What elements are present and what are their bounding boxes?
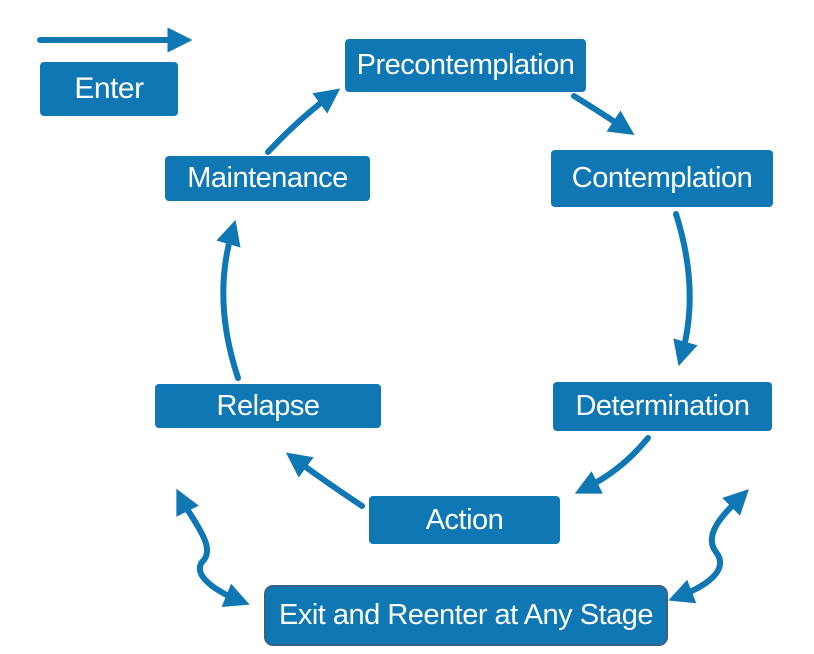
determination-box: Determination	[553, 382, 772, 431]
exit-reenter-box: Exit and Reenter at Any Stage	[264, 585, 668, 646]
maintenance-label: Maintenance	[187, 162, 348, 194]
exit-reenter-label: Exit and Reenter at Any Stage	[278, 599, 654, 631]
maintenance-box: Maintenance	[165, 156, 370, 201]
enter-box: Enter	[40, 62, 178, 116]
arrow-determination-to-action	[574, 435, 651, 494]
arrow-relapse-to-maintenance	[216, 219, 241, 381]
contemplation-box: Contemplation	[551, 150, 773, 207]
arrow-contemplation-to-determination	[673, 211, 698, 367]
action-box: Action	[369, 496, 560, 544]
relapse-box: Relapse	[155, 384, 381, 428]
action-label: Action	[425, 503, 504, 536]
arrow-maintenance-to-precontemplation	[265, 88, 341, 155]
precontemplation-box: Precontemplation	[345, 39, 586, 92]
exit-arrow-left	[176, 488, 250, 608]
arrow-action-to-relapse	[285, 452, 365, 509]
precontemplation-label: Precontemplation	[356, 49, 575, 81]
contemplation-label: Contemplation	[571, 162, 753, 194]
exit-arrow-right	[668, 489, 749, 604]
arrow-precontemplation-to-contemplation	[571, 93, 635, 135]
relapse-label: Relapse	[216, 389, 320, 422]
enter-label: Enter	[74, 72, 144, 105]
determination-label: Determination	[575, 390, 750, 422]
